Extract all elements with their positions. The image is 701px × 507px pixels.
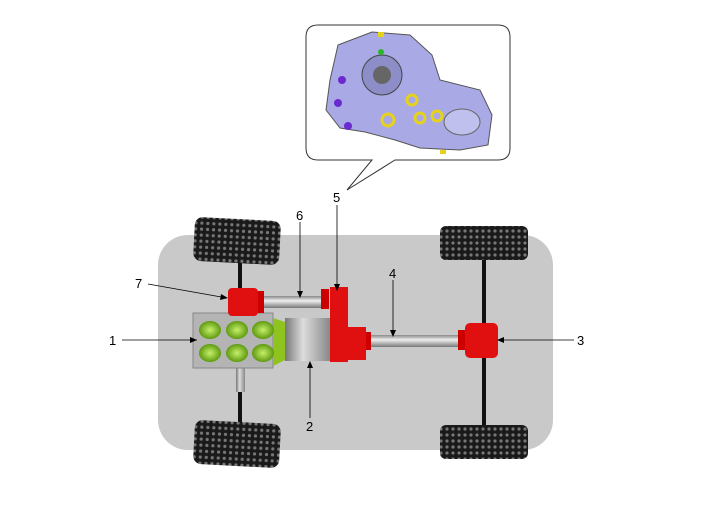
engine xyxy=(192,312,285,369)
leader-lines xyxy=(122,205,574,418)
transmission xyxy=(285,318,330,361)
label-2: 2 xyxy=(306,419,313,434)
label-7: 7 xyxy=(135,276,142,291)
front-propeller-shaft xyxy=(264,296,322,308)
rear-left-tire xyxy=(440,226,528,260)
front-axle-shaft xyxy=(236,366,245,392)
rear-differential xyxy=(458,323,498,358)
label-3: 3 xyxy=(577,333,584,348)
rear-propeller-shaft xyxy=(368,335,460,347)
label-6: 6 xyxy=(296,208,303,223)
label-4: 4 xyxy=(389,266,396,281)
front-differential xyxy=(228,288,264,316)
label-1: 1 xyxy=(109,333,116,348)
front-left-tire xyxy=(193,217,281,265)
rear-right-tire xyxy=(440,425,528,459)
label-5: 5 xyxy=(333,190,340,205)
transfer-case-illustration xyxy=(325,31,493,154)
transfer-case xyxy=(321,287,371,362)
transfer-case-callout xyxy=(305,24,511,191)
front-right-tire xyxy=(193,420,281,468)
arrowheads xyxy=(190,284,504,368)
